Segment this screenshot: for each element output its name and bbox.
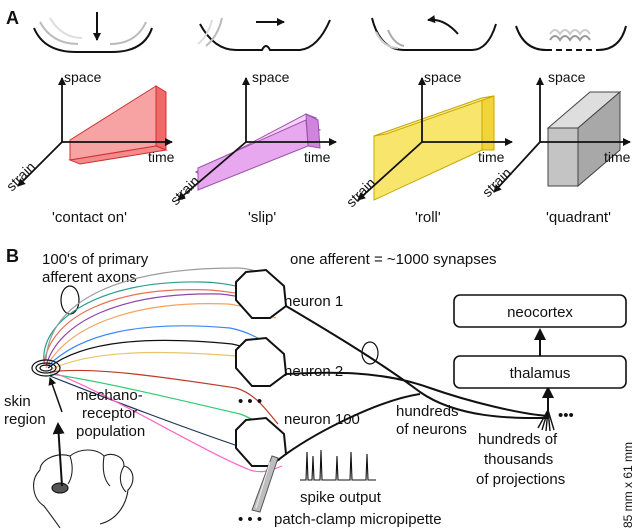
axis-time-label: time	[304, 149, 331, 165]
neuron-1-label: neuron 1	[284, 293, 343, 310]
spike-trace	[300, 449, 376, 481]
micropipette	[251, 455, 279, 513]
panel-b-letter: B	[6, 246, 19, 266]
neocortex-box	[453, 294, 627, 328]
projection-fan	[537, 409, 555, 432]
quadrant-plot: space time strain	[479, 69, 631, 200]
neuron-2-label: neuron 2	[284, 363, 343, 380]
axons-label-line1: 100's of primary	[42, 251, 149, 268]
axis-space-label: space	[424, 69, 462, 85]
spike-output-label: spike output	[300, 489, 382, 506]
neuron-100-cell	[235, 416, 288, 467]
skin-arrow	[48, 377, 63, 413]
skin-label-line1: skin	[4, 393, 31, 410]
quadrant-icon	[515, 25, 627, 51]
contact-on-label: 'contact on'	[52, 209, 127, 226]
mechano-label-line1: mechano-	[76, 387, 143, 404]
axis-time-label: time	[148, 149, 175, 165]
neuron-2-cell	[235, 336, 288, 387]
axis-strain-label: strain	[479, 165, 515, 201]
dimension-label: 85 mm x 61 mm	[621, 442, 635, 528]
hundreds-neurons-line2: of neurons	[396, 421, 467, 438]
hand-sketch	[33, 449, 134, 529]
axis-time-label: time	[478, 149, 505, 165]
panel-a-letter: A	[6, 8, 19, 28]
neuron-1-cell	[235, 268, 288, 319]
slip-plot: space time strain	[167, 69, 337, 209]
projections-line2: thousands	[484, 451, 553, 468]
mechano-label-line2: receptor	[82, 405, 137, 422]
contact-on-icon	[33, 12, 153, 53]
roll-icon	[371, 15, 497, 51]
projections-line1: hundreds of	[478, 431, 558, 448]
roll-plot: space time strain	[343, 69, 513, 211]
bottom-ellipsis: • • •	[238, 511, 262, 528]
projection-lines	[285, 305, 549, 455]
skin-label-line2: region	[4, 411, 46, 428]
axis-space-label: space	[252, 69, 290, 85]
skin-region	[31, 359, 61, 377]
axis-strain-label: strain	[343, 175, 379, 211]
contact-on-plot: space time strain	[3, 69, 175, 194]
synapses-label: one afferent = ~1000 synapses	[290, 251, 497, 268]
slip-icon	[197, 17, 331, 51]
projections-line3: of projections	[476, 471, 565, 488]
axons-label-line2: afferent axons	[42, 269, 137, 286]
stimulus-arrow	[52, 422, 65, 487]
axis-time-label: time	[604, 149, 631, 165]
axis-strain-label: strain	[3, 159, 39, 195]
quadrant-label: 'quadrant'	[546, 209, 611, 226]
slip-label: 'slip'	[248, 209, 276, 226]
projections-dots: •••	[558, 407, 574, 424]
axis-strain-label: strain	[167, 173, 203, 209]
mechano-label-line3: population	[76, 423, 145, 440]
neuron-100-label: neuron 100	[284, 411, 360, 428]
projection-bundle-marker	[361, 341, 379, 365]
neocortex-label: neocortex	[507, 304, 573, 321]
roll-label: 'roll'	[415, 209, 441, 226]
hundreds-neurons-line1: hundreds	[396, 403, 459, 420]
neurons-ellipsis: • • •	[238, 393, 262, 410]
axis-space-label: space	[548, 69, 586, 85]
axis-space-label: space	[64, 69, 102, 85]
patch-clamp-label: patch-clamp micropipette	[274, 511, 442, 528]
thalamus-label: thalamus	[510, 365, 571, 382]
